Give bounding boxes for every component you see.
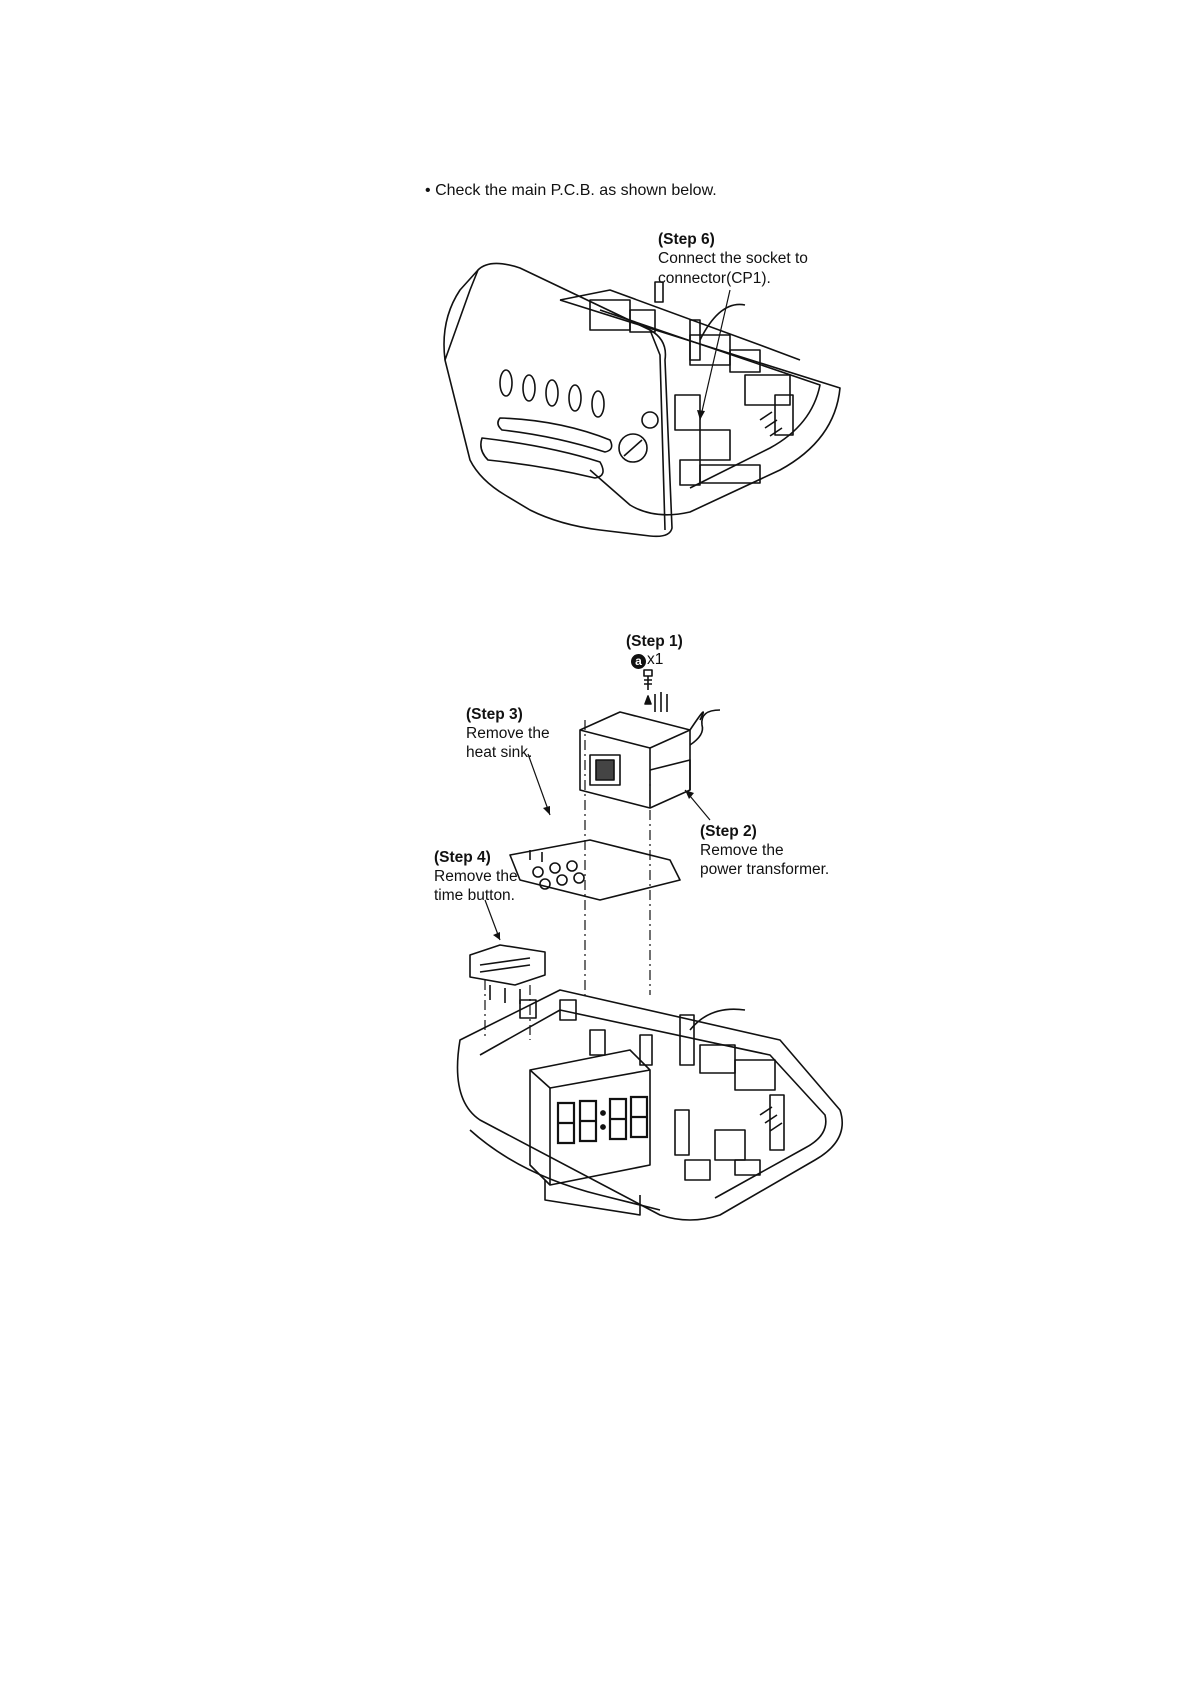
step4-line1: Remove the [434, 868, 518, 886]
step3-line2: heat sink. [466, 744, 532, 762]
step3-line1: Remove the [466, 725, 550, 743]
step3-label: (Step 3) [466, 706, 523, 724]
step4-label: (Step 4) [434, 849, 491, 867]
step6-line2: connector(CP1). [658, 270, 771, 288]
step1-qty: x1 [647, 651, 663, 668]
step2-label: (Step 2) [700, 823, 757, 841]
screw-a-icon: a [631, 654, 646, 669]
step4-line2: time button. [434, 887, 515, 905]
step6-line1: Connect the socket to [658, 250, 808, 268]
figure-check-main-pcb [0, 0, 1191, 560]
step1-label: (Step 1) [626, 633, 683, 651]
step6-label: (Step 6) [658, 231, 715, 249]
step2-line2: power transformer. [700, 861, 829, 879]
step2-line1: Remove the [700, 842, 784, 860]
